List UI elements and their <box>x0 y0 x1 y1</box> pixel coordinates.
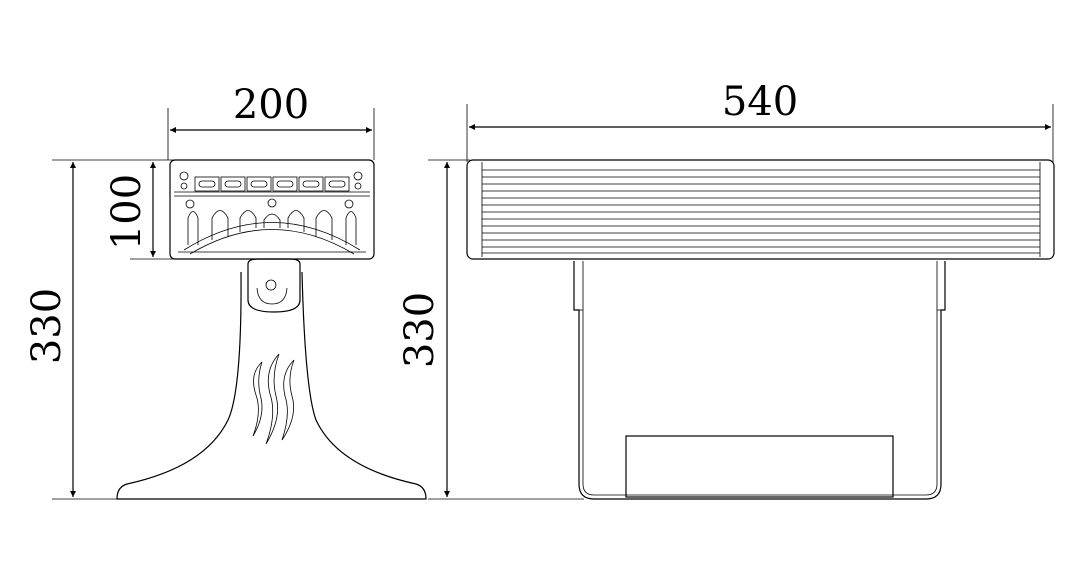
front-total-height-label: 330 <box>397 292 443 368</box>
front-u-bracket <box>573 261 946 500</box>
arch-decoration <box>178 198 366 255</box>
side-view: 200 100 330 <box>24 82 427 500</box>
side-width-label: 200 <box>233 82 309 128</box>
side-total-height-dimension: 330 <box>24 159 130 500</box>
flame-decoration <box>252 353 295 445</box>
front-width-dimension: 540 <box>466 79 1054 162</box>
front-view: 540 330 <box>397 79 1055 500</box>
side-width-dimension: 200 <box>167 82 375 160</box>
side-lamp-head <box>169 159 375 260</box>
led-modules <box>179 171 363 192</box>
side-head-height-dimension: 100 <box>104 159 175 260</box>
side-head-height-label: 100 <box>104 174 150 250</box>
side-bracket <box>247 258 301 313</box>
front-width-label: 540 <box>722 79 798 125</box>
front-base-plate <box>625 435 894 498</box>
cooling-fins <box>482 169 1040 254</box>
front-total-height-dimension: 330 <box>397 159 584 500</box>
side-pedestal <box>116 271 427 500</box>
side-total-height-label: 330 <box>24 288 70 364</box>
front-lamp-head <box>466 159 1055 260</box>
